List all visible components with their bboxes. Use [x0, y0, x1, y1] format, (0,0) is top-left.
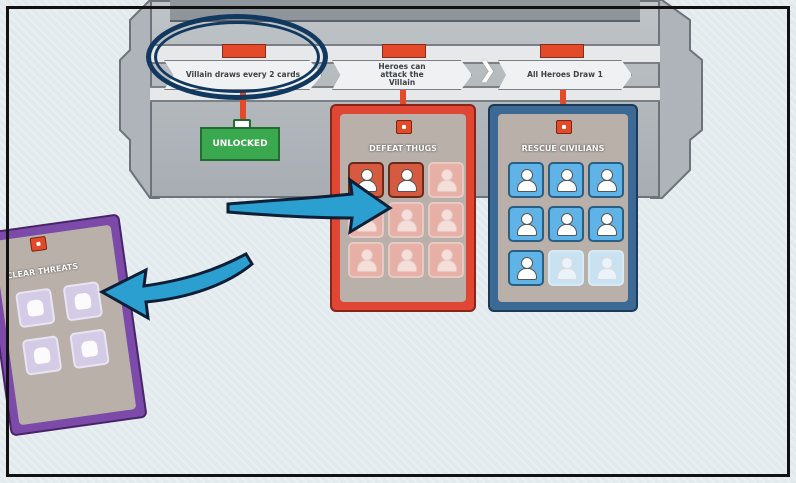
- thug-slot[interactable]: [348, 242, 384, 278]
- board-header-text: [310, 2, 500, 12]
- person-icon: [596, 169, 616, 191]
- step-heroes-attack: Heroes can attack the Villain: [332, 60, 472, 90]
- skull-icon: [26, 299, 44, 317]
- step-label: All Heroes Draw 1: [527, 71, 603, 79]
- thug-slot[interactable]: [428, 162, 464, 198]
- skull-icon: [81, 340, 99, 358]
- lock-icon: [30, 236, 48, 252]
- thug-slot[interactable]: [388, 242, 424, 278]
- unlocked-badge: UNLOCKED: [200, 127, 280, 161]
- step-marker-3: [540, 44, 584, 58]
- person-icon: [516, 213, 536, 235]
- civilian-slot[interactable]: [588, 250, 624, 286]
- person-icon: [556, 169, 576, 191]
- civilian-slot[interactable]: [548, 250, 584, 286]
- civilian-slot[interactable]: [548, 162, 584, 198]
- person-icon: [396, 249, 416, 271]
- step-marker-2: [382, 44, 426, 58]
- person-icon: [596, 257, 616, 279]
- person-icon: [396, 209, 416, 231]
- skull-icon: [74, 292, 92, 310]
- board-right-wing: [650, 0, 720, 200]
- threat-slot[interactable]: [22, 335, 63, 376]
- card-title: RESCUE CIVILIANS: [490, 144, 636, 153]
- civilian-slot[interactable]: [508, 162, 544, 198]
- threat-slot[interactable]: [15, 288, 56, 329]
- civilian-slot[interactable]: [508, 250, 544, 286]
- civilian-slot[interactable]: [588, 206, 624, 242]
- thug-slot[interactable]: [428, 242, 464, 278]
- person-icon: [436, 169, 456, 191]
- civilian-slot[interactable]: [508, 206, 544, 242]
- lock-icon: [556, 120, 572, 134]
- person-icon: [556, 213, 576, 235]
- thug-slot[interactable]: [428, 202, 464, 238]
- civilian-slot[interactable]: [588, 162, 624, 198]
- skull-icon: [33, 346, 51, 364]
- person-icon: [556, 257, 576, 279]
- person-icon: [516, 257, 536, 279]
- person-icon: [356, 249, 376, 271]
- lock-icon: [396, 120, 412, 134]
- arrow-to-threats: [96, 244, 256, 324]
- card-rescue-civilians[interactable]: RESCUE CIVILIANS: [488, 104, 638, 312]
- person-icon: [436, 209, 456, 231]
- step-label: Heroes can attack the Villain: [367, 63, 437, 87]
- chevron-right-icon: ❯: [478, 60, 496, 82]
- threat-slot[interactable]: [69, 328, 110, 369]
- person-icon: [436, 249, 456, 271]
- highlight-ellipse-inner: [154, 21, 320, 93]
- person-icon: [596, 213, 616, 235]
- civilian-slot[interactable]: [548, 206, 584, 242]
- card-title: DEFEAT THUGS: [332, 144, 474, 153]
- person-icon: [396, 169, 416, 191]
- arrow-to-thugs: [226, 172, 396, 242]
- person-icon: [516, 169, 536, 191]
- step-heroes-draw: All Heroes Draw 1: [498, 60, 632, 90]
